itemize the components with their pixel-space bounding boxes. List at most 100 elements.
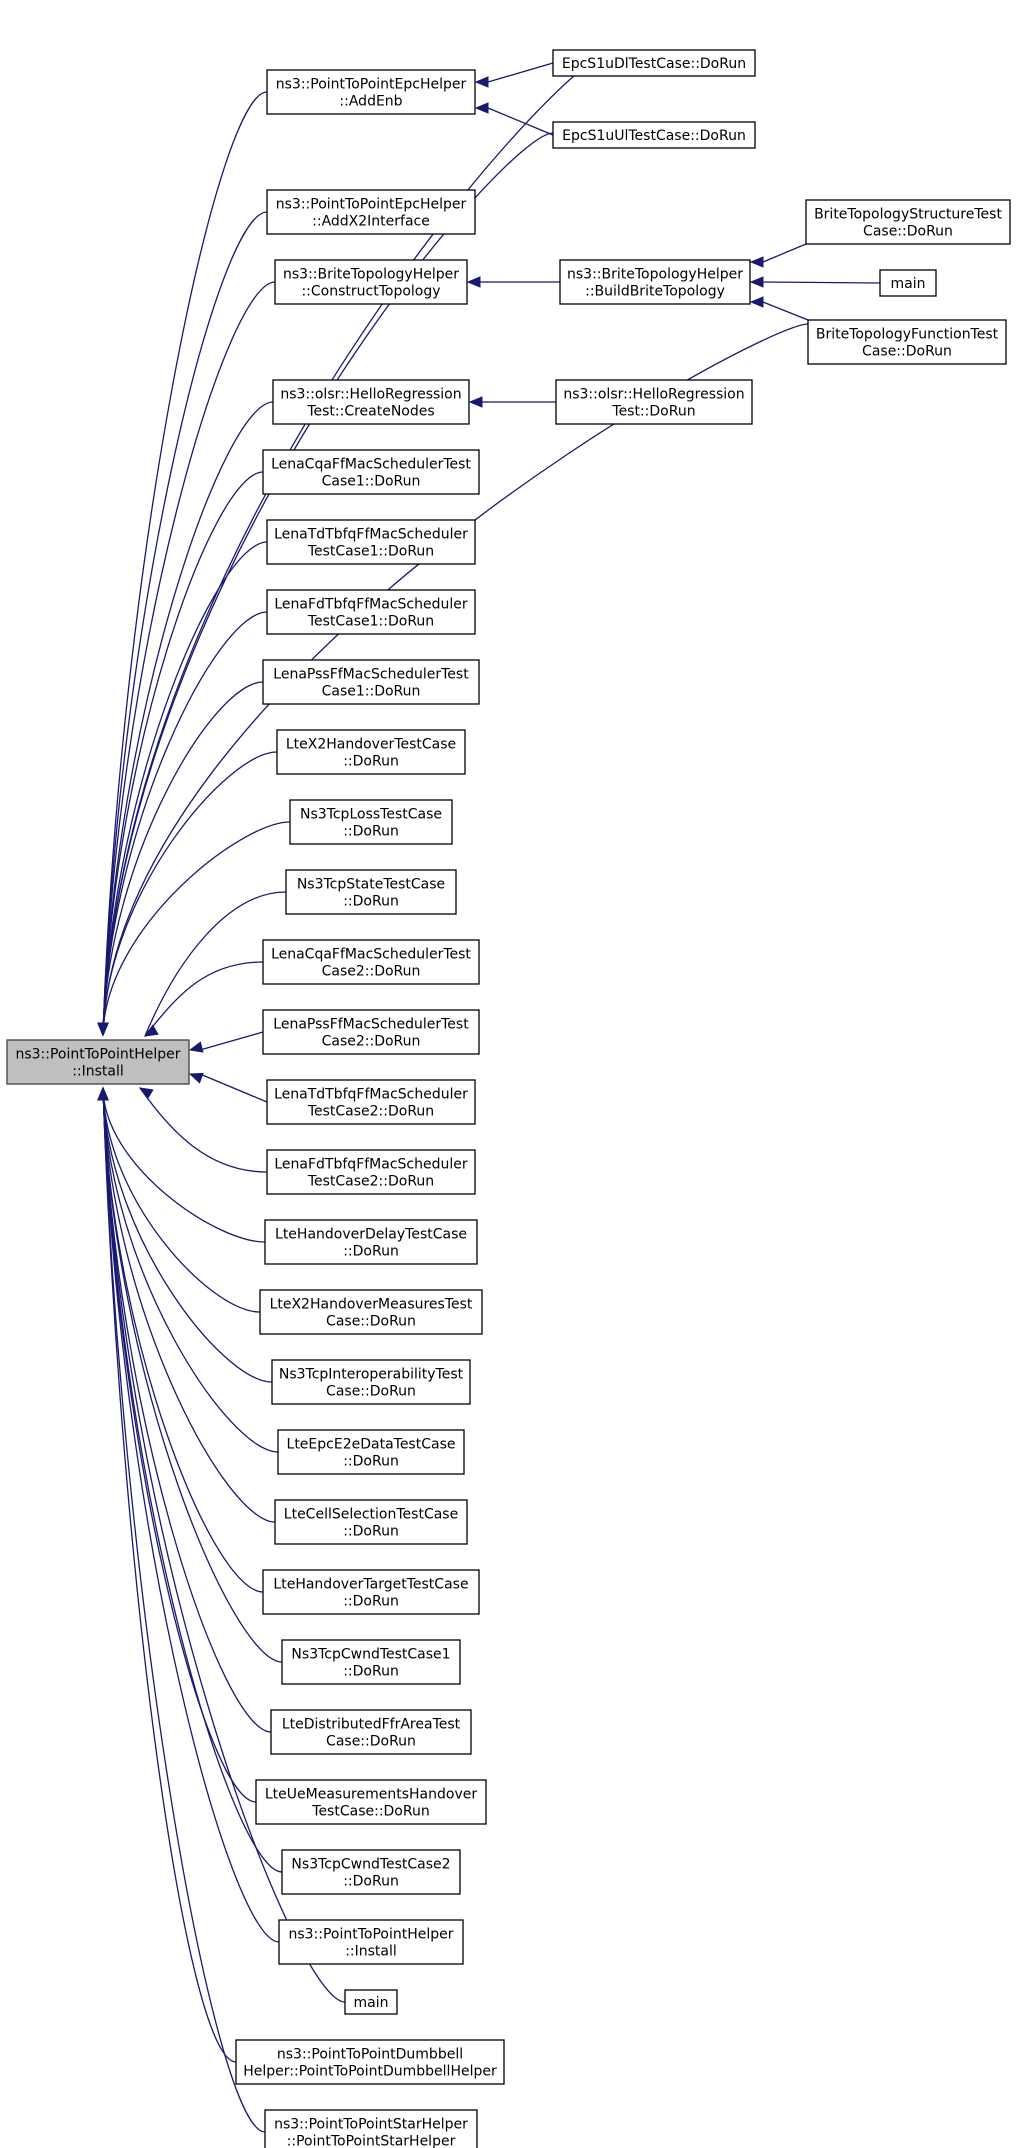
edge-line xyxy=(102,1087,272,1733)
node-label-line: main xyxy=(891,276,926,292)
edge-line xyxy=(102,1087,273,1383)
node-box xyxy=(262,1009,480,1055)
node-box xyxy=(264,2109,478,2148)
node-label-line: Case2::DoRun xyxy=(322,964,421,980)
edge-line xyxy=(762,281,881,284)
call-edge-pss2-to-root xyxy=(188,1031,264,1053)
edge-line xyxy=(102,91,268,1036)
call-edge-cqa2-to-root xyxy=(143,961,264,1037)
graph-node-main1[interactable]: main xyxy=(344,1989,398,2015)
call-edge-main2-to-build xyxy=(749,276,881,288)
node-label-line: ::AddEnb xyxy=(339,94,402,110)
call-edge-x2ho-to-root xyxy=(97,751,278,1037)
graph-node-x2if[interactable]: ns3::PointToPointEpcHelper::AddX2Interfa… xyxy=(266,189,476,235)
edge-line xyxy=(144,891,287,1037)
graph-node-ctopo[interactable]: ns3::BriteTopologyHelper::ConstructTopol… xyxy=(274,259,468,305)
node-label-line: BriteTopologyFunctionTest xyxy=(816,327,999,343)
node-label-line: ::ConstructTopology xyxy=(301,284,440,300)
call-edge-fd2-to-root xyxy=(138,1087,268,1173)
arrowhead-icon xyxy=(143,1024,159,1037)
node-box xyxy=(289,799,453,845)
node-label-line: ::DoRun xyxy=(343,1524,399,1540)
graph-node-build[interactable]: ns3::BriteTopologyHelper::BuildBriteTopo… xyxy=(559,259,751,305)
call-edge-x2meas-to-root xyxy=(97,1086,261,1313)
arrowhead-icon xyxy=(97,1022,109,1037)
node-box xyxy=(262,659,480,705)
graph-node-hotarget[interactable]: LteHandoverTargetTestCase::DoRun xyxy=(262,1569,480,1615)
edge-line xyxy=(102,1087,279,1453)
node-box xyxy=(266,189,476,235)
edge-line xyxy=(487,62,554,83)
node-label-line: ::BuildBriteTopology xyxy=(585,284,725,300)
edge-line xyxy=(762,301,809,321)
graph-node-cellsel[interactable]: LteCellSelectionTestCase::DoRun xyxy=(274,1499,468,1545)
edge-line xyxy=(102,611,268,1036)
node-box xyxy=(278,1919,464,1965)
graph-node-tcploss[interactable]: Ns3TcpLossTestCase::DoRun xyxy=(289,799,453,845)
call-edge-ul-to-addenb xyxy=(474,102,554,136)
graph-node-addenb[interactable]: ns3::PointToPointEpcHelper::AddEnb xyxy=(266,69,476,115)
graph-node-main2[interactable]: main xyxy=(879,269,937,297)
edge-line xyxy=(762,243,807,263)
graph-node-cwnd2[interactable]: Ns3TcpCwndTestCase2::DoRun xyxy=(281,1849,461,1895)
edge-line xyxy=(102,821,291,1036)
node-label-line: BriteTopologyStructureTest xyxy=(814,207,1002,223)
node-label-line: ::AddX2Interface xyxy=(312,214,430,230)
edge-line xyxy=(102,751,278,1036)
graph-node-hodelay[interactable]: LteHandoverDelayTestCase::DoRun xyxy=(264,1219,478,1265)
graph-node-root[interactable]: ns3::PointToPointHelper::Install xyxy=(6,1039,190,1085)
graph-node-star[interactable]: ns3::PointToPointStarHelper::PointToPoin… xyxy=(264,2109,478,2148)
node-label-line: main xyxy=(354,1995,389,2011)
node-label-line: TestCase2::DoRun xyxy=(307,1174,434,1190)
node-box xyxy=(264,1219,478,1265)
edge-line xyxy=(102,1087,280,1943)
node-box xyxy=(277,1429,465,1475)
node-label-line: Case::DoRun xyxy=(326,1314,416,1330)
arrowhead-icon xyxy=(474,76,489,88)
node-label-line: ns3::PointToPointStarHelper xyxy=(274,2117,468,2133)
graph-node-tcpstate[interactable]: Ns3TcpStateTestCase::DoRun xyxy=(285,869,457,915)
node-label-line: Case::DoRun xyxy=(862,344,952,360)
call-edge-olsrrun-to-olsrcn xyxy=(468,396,556,408)
node-label-line: LteHandoverTargetTestCase xyxy=(273,1577,468,1593)
graph-node-p2pinst[interactable]: ns3::PointToPointHelper::Install xyxy=(278,1919,464,1965)
graph-node-dl[interactable]: EpcS1uDlTestCase::DoRun xyxy=(552,49,756,77)
node-label-line: Case2::DoRun xyxy=(322,1034,421,1050)
graph-node-e2e[interactable]: LteEpcE2eDataTestCase::DoRun xyxy=(277,1429,465,1475)
graph-node-x2ho[interactable]: LteX2HandoverTestCase::DoRun xyxy=(276,729,466,775)
graph-node-ul[interactable]: EpcS1uUlTestCase::DoRun xyxy=(552,121,756,149)
node-label-line: LenaCqaFfMacSchedulerTest xyxy=(271,947,471,963)
edge-line xyxy=(102,281,276,1036)
node-box xyxy=(271,1359,471,1405)
node-label-line: ::DoRun xyxy=(343,754,399,770)
node-box xyxy=(281,1849,461,1895)
node-box xyxy=(262,449,480,495)
call-edge-cwnd2-to-root xyxy=(97,1086,283,1873)
node-label-line: LteUeMeasurementsHandover xyxy=(265,1787,478,1803)
node-box xyxy=(272,379,470,425)
node-box xyxy=(266,519,476,565)
call-edge-hodelay-to-root xyxy=(97,1086,266,1243)
call-edge-ctopo-to-root xyxy=(97,281,276,1037)
arrowhead-icon xyxy=(749,256,764,268)
graph-node-dumbbell[interactable]: ns3::PointToPointDumbbellHelper::PointTo… xyxy=(235,2039,505,2085)
edge-line xyxy=(102,1087,266,2133)
graph-node-olsrcn[interactable]: ns3::olsr::HelloRegressionTest::CreateNo… xyxy=(272,379,470,425)
graph-node-cwnd1[interactable]: Ns3TcpCwndTestCase1::DoRun xyxy=(281,1639,461,1685)
node-label-line: LteEpcE2eDataTestCase xyxy=(287,1437,456,1453)
